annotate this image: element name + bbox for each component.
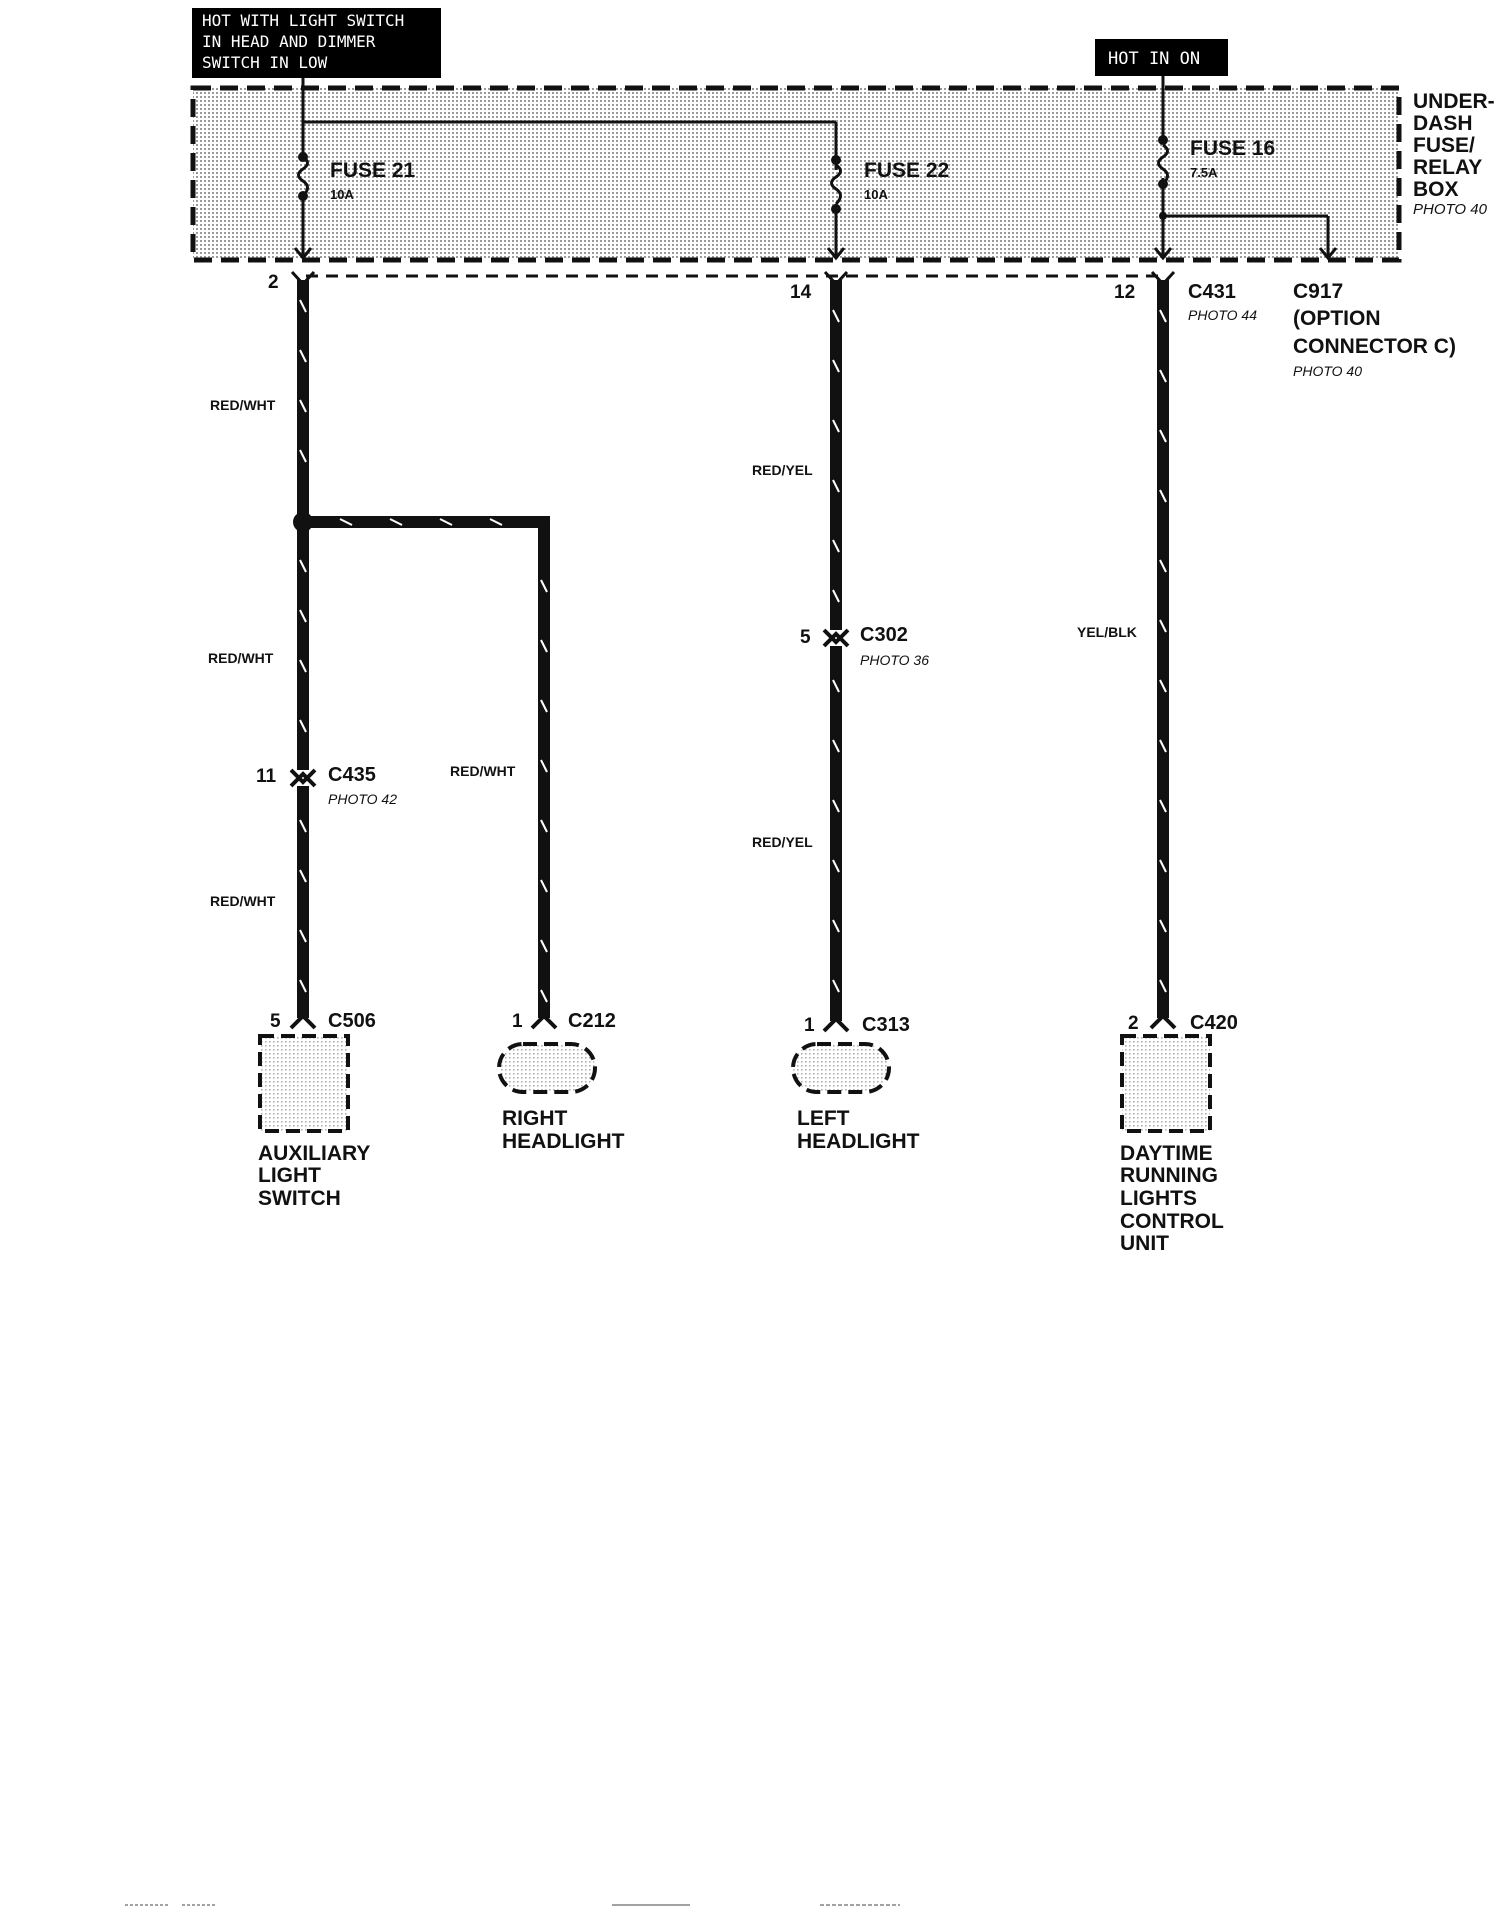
power-tag-ignition: HOT IN ON [1095,39,1228,76]
connector-c435-label: C435 [328,764,376,786]
fuse-box-label: UNDER- DASH FUSE/ RELAY BOX PHOTO 40 [1413,90,1495,218]
fuse-box-label-line: UNDER- [1413,90,1495,113]
aux-light-switch-box [258,1034,350,1133]
fuse-relay-box [190,85,1402,263]
pin-c435: 11 [256,766,277,787]
component-label-line: HEADLIGHT [797,1130,920,1153]
pin-fuse22-out: 14 [790,282,812,303]
component-label-line: RUNNING [1120,1164,1218,1187]
connector-c435-symbol [289,768,317,788]
pin-c420: 2 [1128,1013,1139,1034]
component-label-line: LIGHT [258,1164,321,1187]
drl-control-unit-label: DAYTIME RUNNING LIGHTS CONTROL UNIT [1120,1142,1224,1255]
component-label-line: AUXILIARY [258,1142,370,1165]
fuse-22-rating: 10A [864,187,888,202]
wire-label: RED/WHT [208,650,274,666]
fuse-22-label: FUSE 22 [864,159,949,182]
connector-c431-label: C431 [1188,281,1236,303]
connector-c313-label: C313 [862,1014,910,1036]
connector-c917-photo: PHOTO 40 [1293,363,1362,379]
wire-label: RED/YEL [752,834,813,850]
component-label-line: LIGHTS [1120,1187,1197,1210]
connector-c212-label: C212 [568,1010,616,1032]
fuse-box-label-line: RELAY [1413,156,1482,179]
pin-c302: 5 [800,627,811,648]
terminal-marks [289,1013,1177,1033]
right-headlight-label: RIGHT HEADLIGHT [502,1107,625,1153]
connector-c420-label: C420 [1190,1012,1238,1034]
fuse-16-label: FUSE 16 [1190,137,1275,160]
connector-c302-photo: PHOTO 36 [860,652,929,668]
wire-set [297,280,1169,1021]
fuse-22-symbol [826,155,846,261]
left-headlight-label: LEFT HEADLIGHT [797,1107,920,1153]
power-tag-line-3: SWITCH IN LOW [202,53,328,72]
component-label-line: CONTROL [1120,1210,1224,1233]
pin-c313: 1 [804,1015,815,1036]
component-label-line: DAYTIME [1120,1142,1213,1165]
component-label-line: HEADLIGHT [502,1130,625,1153]
connector-c302-label: C302 [860,624,908,646]
left-headlight-symbol [791,1042,891,1094]
wire-label: RED/WHT [450,763,516,779]
pin-c506: 5 [270,1011,281,1032]
fuse-16-rating: 7.5A [1190,165,1218,180]
fuse-box-photo-ref: PHOTO 40 [1413,201,1488,218]
power-tag-line-2: IN HEAD AND DIMMER [202,32,376,51]
connector-c431-photo: PHOTO 44 [1188,307,1257,323]
component-label-line: SWITCH [258,1187,341,1210]
connector-c302-symbol [822,628,850,648]
connector-c917-line: C917 [1293,280,1343,303]
power-tag-light-switch: HOT WITH LIGHT SWITCH IN HEAD AND DIMMER… [192,8,441,78]
receptacle-marks [290,270,1176,287]
fuse-21-label: FUSE 21 [330,159,416,182]
connector-c435-photo: PHOTO 42 [328,791,397,807]
connector-c917-line: CONNECTOR C) [1293,335,1456,358]
splice-point [293,512,313,532]
fuse-box-label-line: DASH [1413,112,1473,135]
connector-c917-line: (OPTION [1293,307,1381,330]
pin-fuse21-out: 2 [268,272,279,293]
component-label-line: LEFT [797,1107,850,1130]
fuse-21-symbol [293,152,313,261]
fuse-box-label-line: BOX [1413,178,1459,201]
wire-label: YEL/BLK [1077,624,1137,640]
fuse-box-label-line: FUSE/ [1413,134,1475,157]
fuse-21-rating: 10A [330,187,354,202]
wire-label: RED/WHT [210,397,276,413]
component-label-line: RIGHT [502,1107,568,1130]
wire-label: RED/YEL [752,462,813,478]
aux-light-switch-label: AUXILIARY LIGHT SWITCH [258,1142,370,1210]
drl-control-unit-box [1120,1034,1212,1133]
pin-c212: 1 [512,1011,523,1032]
component-label-line: UNIT [1120,1232,1169,1255]
right-headlight-symbol [497,1042,597,1094]
power-tag-hot-in-on: HOT IN ON [1108,49,1200,69]
fuse-16-symbol [1153,135,1338,261]
wire-stripes [299,299,1167,1003]
pin-fuse16-out: 12 [1114,282,1135,303]
wire-right-headlight [303,516,550,1018]
connector-c506-label: C506 [328,1010,376,1032]
power-tag-line-1: HOT WITH LIGHT SWITCH [202,11,404,30]
wire-label: RED/WHT [210,893,276,909]
